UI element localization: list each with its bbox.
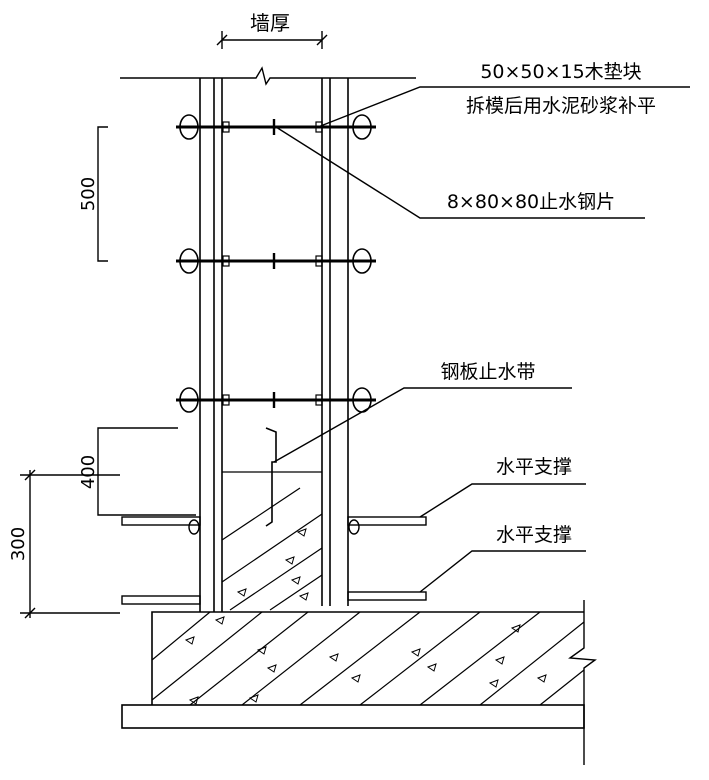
label-wall-thickness: 墙厚: [250, 11, 290, 35]
label-steel-waterstop: 钢板止水带: [440, 361, 535, 383]
label-brace-upper: 水平支撑: [496, 456, 572, 478]
horizontal-brace-upper: [121, 516, 427, 535]
tie-rod-3: [176, 387, 376, 413]
formwork-left: [199, 78, 223, 612]
dim-text-300: 300: [8, 527, 29, 561]
leader-brace-upper: [419, 483, 586, 518]
leader-water-stop-plate: [275, 126, 645, 219]
foundation-slab: [151, 611, 585, 706]
label-wood-block: 50×50×15木垫块: [480, 61, 641, 83]
horizontal-brace-lower: [121, 591, 427, 605]
label-water-stop-plate: 8×80×80止水钢片: [447, 191, 615, 213]
dim-brace-spacing: [20, 469, 120, 619]
tie-rod-2: [176, 248, 376, 274]
formwork-right: [321, 78, 349, 606]
dim-waterstop-height: [97, 427, 196, 516]
wall-concrete-kicker: [221, 471, 323, 611]
steel-waterstop: [265, 427, 277, 527]
dim-text-400: 400: [78, 455, 99, 489]
label-patch-note: 拆模后用水泥砂浆补平: [466, 95, 656, 117]
leader-brace-lower: [419, 550, 586, 593]
top-break-line: [120, 66, 416, 86]
label-brace-lower: 水平支撑: [496, 524, 572, 546]
dim-wall-thickness: [216, 31, 328, 49]
leader-wood-block: [317, 86, 690, 128]
break-line-right: [568, 600, 597, 765]
dim-text-500: 500: [78, 177, 99, 211]
leader-steel-waterstop: [273, 387, 572, 463]
dim-tie-spacing: [97, 126, 108, 262]
foundation-base-slab: [121, 704, 585, 729]
